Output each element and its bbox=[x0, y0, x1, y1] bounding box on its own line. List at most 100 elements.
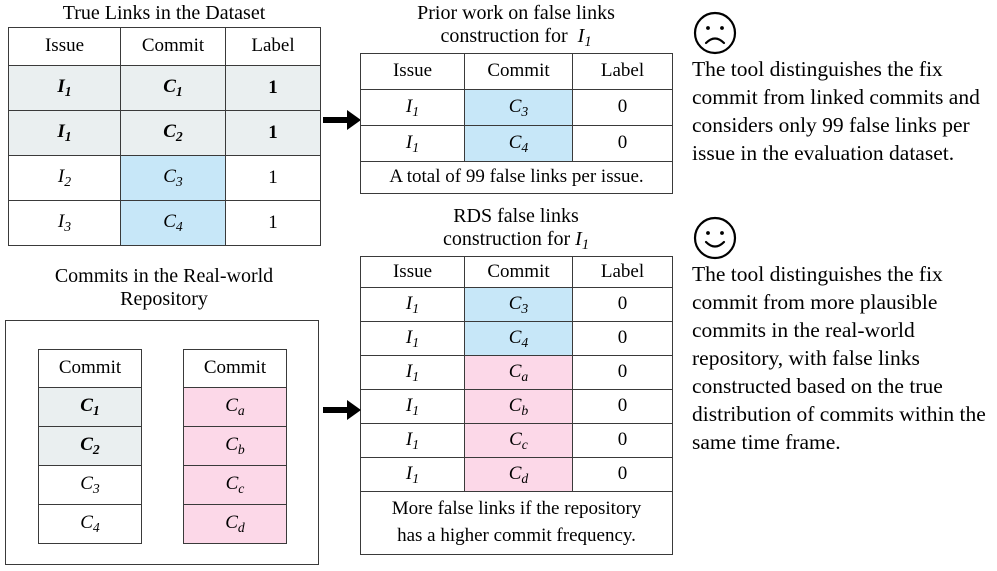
table-row: I1 Cc 0 bbox=[360, 423, 673, 458]
issue-subscript: 1 bbox=[581, 237, 590, 254]
header-label: Label bbox=[572, 53, 673, 90]
cell-label: 1 bbox=[225, 65, 321, 111]
issue-subscript: 1 bbox=[412, 436, 420, 452]
arrow-head bbox=[347, 110, 361, 130]
cell-commit: C4 bbox=[464, 321, 573, 356]
table-row: Ca bbox=[183, 387, 287, 427]
table-row: C1 bbox=[38, 387, 142, 427]
issue-symbol: I bbox=[405, 95, 413, 117]
issue-symbol: I bbox=[405, 292, 413, 314]
cell-issue: I1 bbox=[8, 65, 121, 111]
cell-issue: I1 bbox=[360, 89, 465, 126]
header-commit: Commit bbox=[38, 349, 142, 388]
prior-work-table-wrap: Issue Commit Label I1 C3 0 I1 C4 0 A tot… bbox=[360, 53, 673, 194]
table-footer-row: More false links if the repository has a… bbox=[360, 491, 673, 555]
cell-label: 1 bbox=[225, 110, 321, 156]
commit-subscript: 4 bbox=[521, 139, 529, 155]
commit-symbol: C bbox=[225, 395, 238, 417]
issue-symbol: I bbox=[405, 326, 413, 348]
arrow-shaft bbox=[323, 407, 349, 413]
table-header-row: Issue Commit Label bbox=[360, 53, 673, 90]
commit-symbol: C bbox=[80, 434, 93, 456]
table-row: I1 C4 0 bbox=[360, 125, 673, 162]
issue-symbol: I bbox=[57, 166, 65, 188]
commit-subscript: a bbox=[237, 402, 245, 418]
issue-subscript: 1 bbox=[64, 83, 72, 99]
table-row: I1 C4 0 bbox=[360, 321, 673, 356]
commit-subscript: b bbox=[237, 441, 245, 457]
cell-label: 0 bbox=[572, 89, 673, 126]
issue-symbol: I bbox=[405, 428, 413, 450]
table-row: C4 bbox=[38, 504, 142, 544]
cell-issue: I2 bbox=[8, 155, 121, 201]
commit-symbol: C bbox=[163, 166, 176, 188]
table-row: I3 C4 1 bbox=[8, 200, 321, 246]
cell-commit: Ca bbox=[183, 387, 287, 427]
commit-subscript: d bbox=[237, 519, 245, 535]
smiling-face-icon bbox=[692, 215, 738, 261]
issue-subscript: 1 bbox=[412, 470, 420, 486]
cell-commit: C3 bbox=[120, 155, 226, 201]
issue-subscript: 1 bbox=[412, 300, 420, 316]
prior-work-title-line2: construction for I1 bbox=[440, 25, 592, 51]
cell-commit: C4 bbox=[38, 504, 142, 544]
rds-footer-line1: More false links if the repository bbox=[391, 498, 642, 520]
commit-subscript: 3 bbox=[175, 173, 183, 189]
table-row: I1 C1 1 bbox=[8, 65, 321, 111]
cell-label: 0 bbox=[572, 287, 673, 322]
cell-commit: C2 bbox=[38, 426, 142, 466]
true-links-table-wrap: Issue Commit Label I1 C1 1 I1 C2 1 I2 C3… bbox=[8, 27, 321, 246]
issue-symbol: I bbox=[57, 121, 65, 143]
cell-commit: C4 bbox=[120, 200, 226, 246]
commit-subscript: 4 bbox=[92, 519, 100, 535]
issue-symbol: I bbox=[577, 25, 585, 47]
rds-table: Issue Commit Label I1 C3 0 I1 C4 0 I1 Ca… bbox=[360, 256, 673, 555]
cell-commit: C2 bbox=[120, 110, 226, 156]
issue-subscript: 1 bbox=[412, 334, 420, 350]
cell-commit: C3 bbox=[464, 287, 573, 322]
issue-symbol: I bbox=[57, 76, 65, 98]
cell-issue: I1 bbox=[8, 110, 121, 156]
table-header-row: Commit bbox=[38, 349, 142, 388]
issue-subscript: 1 bbox=[412, 139, 420, 155]
cell-commit: Cb bbox=[183, 426, 287, 466]
rds-title-line1: RDS false links bbox=[453, 205, 579, 227]
header-commit: Commit bbox=[183, 349, 287, 388]
commit-symbol: C bbox=[508, 462, 522, 484]
arrow-repository-to-rds bbox=[323, 400, 363, 420]
rds-table-wrap: Issue Commit Label I1 C3 0 I1 C4 0 I1 Ca… bbox=[360, 256, 673, 555]
commit-subscript: 1 bbox=[175, 83, 183, 99]
rds-footer-line2: has a higher commit frequency. bbox=[397, 525, 636, 546]
cell-commit: Cd bbox=[183, 504, 287, 544]
cell-label: 0 bbox=[572, 321, 673, 356]
table-row: I1 Cb 0 bbox=[360, 389, 673, 424]
issue-symbol: I bbox=[405, 131, 413, 153]
cell-commit: C1 bbox=[38, 387, 142, 427]
repo-right-table: Commit Ca Cb Cc Cd bbox=[183, 349, 287, 544]
cell-label: 0 bbox=[572, 125, 673, 162]
commit-symbol: C bbox=[225, 434, 238, 456]
header-issue: Issue bbox=[360, 53, 465, 90]
commit-subscript: 1 bbox=[92, 402, 100, 418]
commit-subscript: c bbox=[238, 480, 245, 496]
cell-label: 0 bbox=[572, 423, 673, 458]
cell-issue: I1 bbox=[360, 355, 465, 390]
cell-issue: I1 bbox=[360, 125, 465, 162]
issue-symbol: I bbox=[57, 211, 65, 233]
commit-symbol: C bbox=[80, 473, 93, 495]
commit-symbol: C bbox=[80, 395, 93, 417]
commit-symbol: C bbox=[163, 211, 176, 233]
cell-commit: C1 bbox=[120, 65, 226, 111]
table-row: I1 C2 1 bbox=[8, 110, 321, 156]
table-row: I1 Cd 0 bbox=[360, 457, 673, 492]
commit-symbol: C bbox=[509, 428, 522, 450]
frowning-face-icon bbox=[692, 10, 738, 56]
issue-subscript: 2 bbox=[64, 173, 72, 189]
table-row: I1 C3 0 bbox=[360, 89, 673, 126]
table-footer-row: A total of 99 false links per issue. bbox=[360, 161, 673, 194]
issue-subscript: 1 bbox=[64, 128, 72, 144]
table-header-row: Issue Commit Label bbox=[8, 27, 321, 66]
issue-symbol: I bbox=[405, 394, 413, 416]
cell-commit: C3 bbox=[464, 89, 573, 126]
commit-symbol: C bbox=[508, 360, 522, 382]
